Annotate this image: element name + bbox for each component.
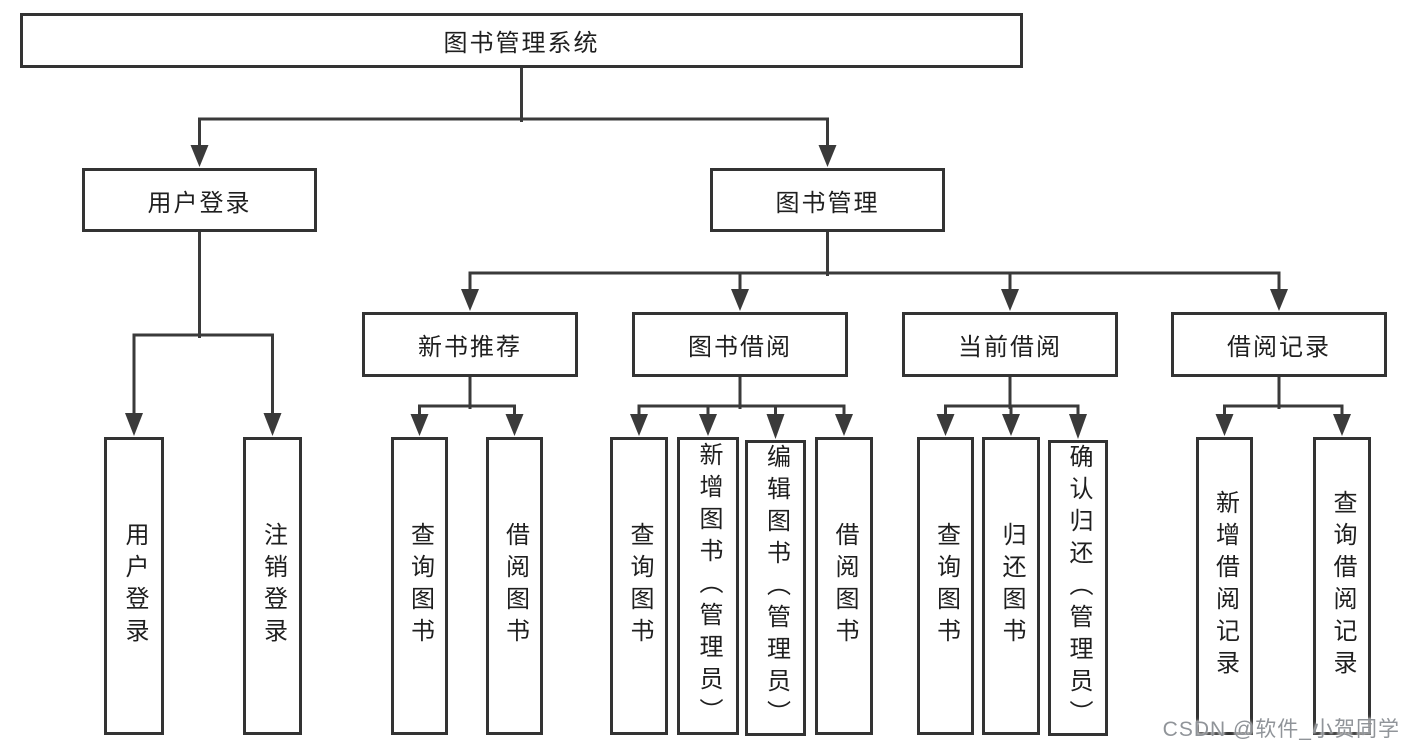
connector-user-login-to-leaves xyxy=(125,230,282,436)
connector-book-mgmt-to-level3 xyxy=(461,230,1288,311)
node-current-borrow: 当前借阅 xyxy=(902,312,1118,377)
node-user-login: 用户登录 xyxy=(82,168,317,232)
connector-borrow-record-to-leaves xyxy=(1215,375,1351,436)
node-library-system: 图书管理系统 xyxy=(20,13,1023,68)
node-book-borrow: 图书借阅 xyxy=(632,312,848,377)
connector-current-borrow-to-leaves xyxy=(936,375,1087,439)
leaf-edit-books-admin: 编辑图书（管理员） xyxy=(745,440,806,736)
leaf-borrow-books: 借阅图书 xyxy=(815,437,873,735)
leaf-user-login: 用户登录 xyxy=(104,437,164,735)
csdn-watermark: CSDN @软件_小贺同学 xyxy=(1162,718,1400,741)
connector-new-book-rec-to-leaves xyxy=(410,375,524,436)
leaf-query-books: 查询图书 xyxy=(391,437,448,735)
node-book-management: 图书管理 xyxy=(710,168,945,232)
leaf-add-books-admin: 新增图书（管理员） xyxy=(677,437,739,735)
leaf-return-books: 归还图书 xyxy=(982,437,1040,735)
leaf-query-borrow-record: 查询借阅记录 xyxy=(1313,437,1371,735)
leaf-query-books: 查询图书 xyxy=(917,437,974,735)
connector-book-borrow-to-leaves xyxy=(630,375,853,439)
connector-root-to-level2 xyxy=(190,66,837,167)
node-borrow-record: 借阅记录 xyxy=(1171,312,1387,377)
leaf-borrow-books: 借阅图书 xyxy=(486,437,543,735)
node-new-book-recommend: 新书推荐 xyxy=(362,312,578,377)
leaf-logout: 注销登录 xyxy=(243,437,302,735)
leaf-add-borrow-record: 新增借阅记录 xyxy=(1196,437,1253,735)
leaf-confirm-return-admin: 确认归还（管理员） xyxy=(1048,440,1108,736)
leaf-query-books: 查询图书 xyxy=(610,437,668,735)
